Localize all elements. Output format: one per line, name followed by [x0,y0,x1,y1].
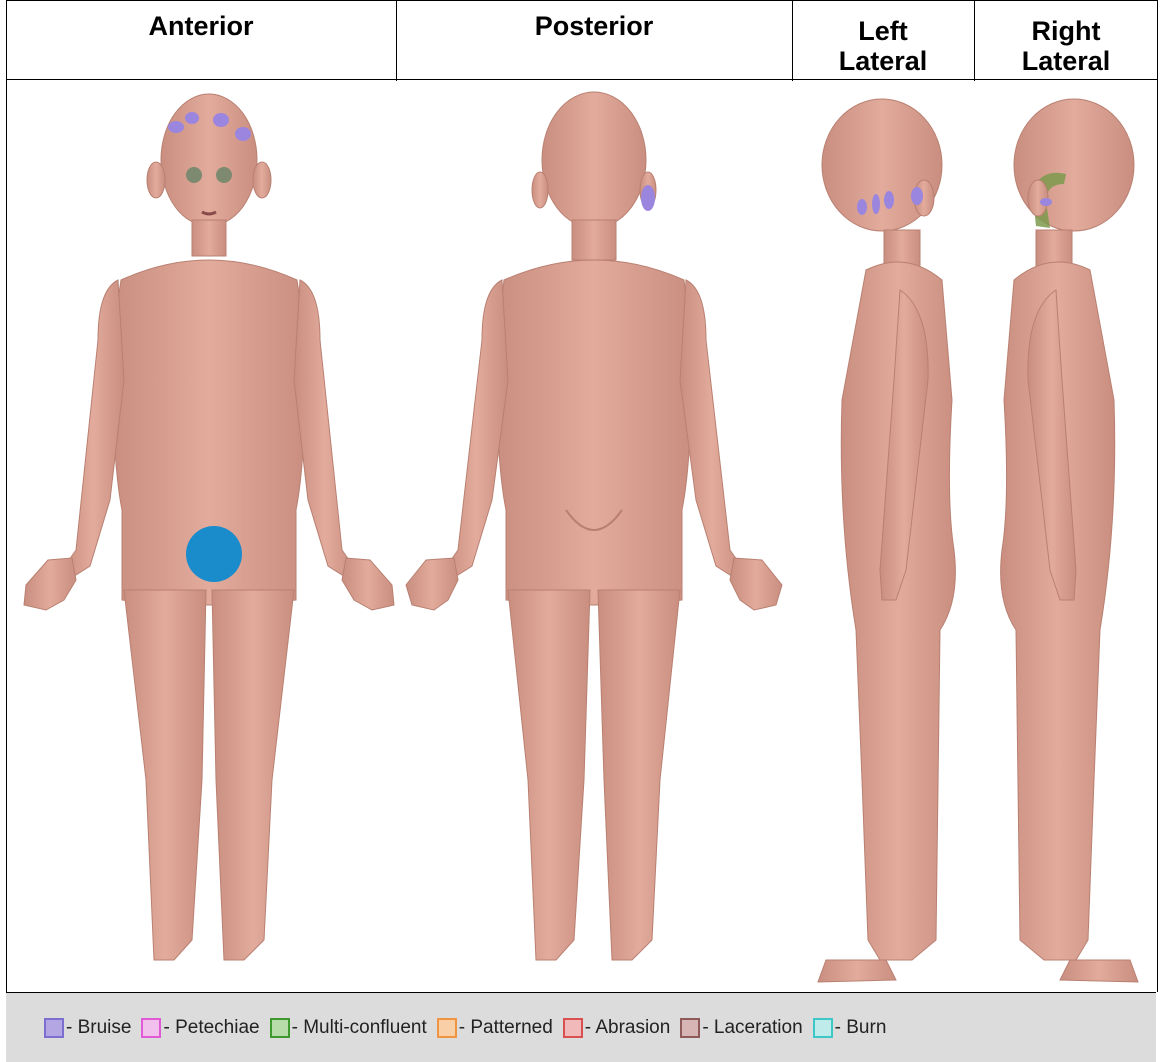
posterior-figure[interactable] [406,92,782,960]
ear [253,162,271,198]
legend-item-patterned: - Patterned [437,1017,553,1039]
multi-confluent-swatch [270,1018,290,1038]
legend-item-abrasion: - Abrasion [563,1017,671,1039]
ear [1028,180,1048,216]
left-hand [730,558,782,610]
neck [192,220,226,256]
legend-item-burn: - Burn [813,1017,887,1039]
header-posterior: Posterior [396,1,792,80]
bruise-mark[interactable] [1040,198,1052,206]
left-leg [598,590,680,960]
header-left-lateral: Left Lateral [792,1,974,80]
legend-item-petechiae: - Petechiae [141,1017,259,1039]
foot [818,960,896,982]
head [542,92,646,228]
right-arm [444,280,508,580]
right-leg [124,590,206,960]
bruise-swatch [44,1018,64,1038]
bruise-mark[interactable] [213,113,229,127]
laceration-swatch [680,1018,700,1038]
left-lateral-figure[interactable] [818,99,955,982]
burn-swatch [813,1018,833,1038]
header-right-lateral: Right Lateral [974,1,1158,80]
petechiae-swatch [141,1018,161,1038]
left-arm [680,280,744,580]
right-hand [24,558,76,610]
torso [496,260,692,605]
divider [792,1,793,81]
body-figures [6,80,1158,992]
bruise-mark[interactable] [884,191,894,209]
foot [1060,960,1138,982]
head [161,94,257,226]
abrasion-swatch [563,1018,583,1038]
bruise-mark[interactable] [185,112,199,124]
divider [974,1,975,81]
eye [186,167,202,183]
bruise-mark[interactable] [641,185,655,211]
divider [6,1,7,81]
right-leg [508,590,590,960]
body-map-sheet: Anterior Posterior Left Lateral Right La… [6,0,1158,1062]
marker-circle[interactable] [186,526,242,582]
bruise-mark[interactable] [857,199,867,215]
right-hand [406,558,458,610]
right-arm [62,280,124,580]
right-lateral-figure[interactable] [1001,99,1138,982]
header-anterior: Anterior [6,1,396,80]
legend: - Bruise - Petechiae - Multi-confluent -… [6,992,1156,1062]
left-arm [294,280,356,580]
legend-item-laceration: - Laceration [680,1017,802,1039]
divider [1157,1,1158,81]
eye [216,167,232,183]
neck [572,220,616,260]
bruise-mark[interactable] [168,121,184,133]
bruise-mark[interactable] [911,187,923,205]
legend-item-bruise: - Bruise [44,1017,131,1039]
divider [396,1,397,81]
patterned-swatch [437,1018,457,1038]
ear [532,172,548,208]
legend-item-multi-confluent: - Multi-confluent [270,1017,427,1039]
left-hand [342,558,394,610]
view-header-row: Anterior Posterior Left Lateral Right La… [6,0,1158,80]
left-leg [212,590,294,960]
bruise-mark[interactable] [872,194,880,214]
bruise-mark[interactable] [235,127,251,141]
ear [147,162,165,198]
